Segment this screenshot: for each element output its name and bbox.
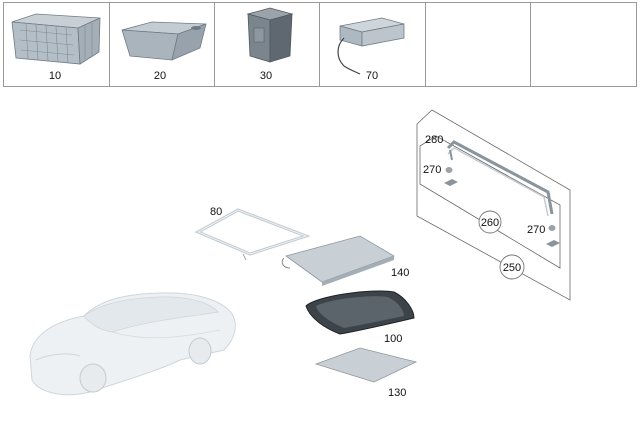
part-number-30: 30 [260, 70, 272, 82]
part-number-10: 10 [49, 70, 61, 82]
part-number-20: 20 [154, 70, 166, 82]
cooler-box-icon [337, 17, 405, 75]
callout-270-lower: 270 [527, 224, 545, 236]
part-number-70: 70 [366, 70, 378, 82]
folding-crate-icon [11, 13, 101, 65]
callout-250-circle: 250 [499, 254, 525, 280]
part-250-panel[interactable] [416, 109, 571, 301]
callout-100: 100 [384, 333, 402, 345]
callout-130: 130 [388, 387, 406, 399]
cool-bag-icon [246, 7, 294, 63]
thumbnail-strip [3, 2, 637, 87]
callout-260: 260 [481, 217, 499, 229]
callout-260-circle: 260 [478, 210, 502, 234]
thumbnail-cell-30[interactable]: 30 [246, 7, 294, 82]
callout-250: 250 [503, 262, 521, 274]
callout-140: 140 [391, 267, 409, 279]
part-100-trunk-tray[interactable] [305, 290, 415, 335]
part-140-load-mat[interactable] [281, 235, 395, 286]
callout-80: 80 [210, 206, 222, 218]
part-280-roof-rail[interactable] [446, 140, 554, 217]
storage-tray-icon [121, 21, 207, 61]
callout-280: 280 [425, 134, 443, 146]
thumbnail-cell-20[interactable]: 20 [121, 21, 207, 82]
part-80-net-frame[interactable] [194, 208, 311, 261]
car-illustration [29, 292, 236, 396]
part-270-clip-lower[interactable] [546, 225, 560, 247]
thumbnail-cell-70[interactable]: 70 [337, 0, 405, 82]
callout-270-upper: 270 [423, 164, 441, 176]
part-130-cover-mat[interactable] [314, 347, 418, 383]
part-270-clip-upper[interactable] [444, 167, 458, 186]
thumbnail-cell-10[interactable]: 10 [11, 13, 101, 82]
